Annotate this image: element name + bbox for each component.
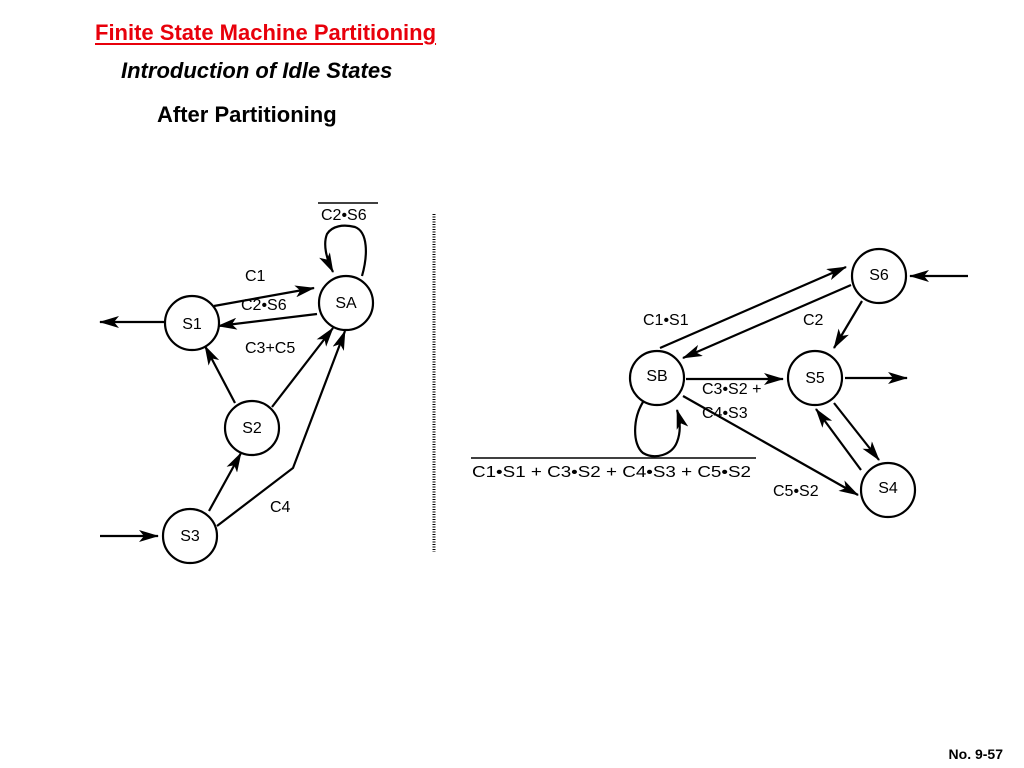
label-s2-to-sa: C3+C5 <box>245 340 295 357</box>
edge-s2-to-s1 <box>204 345 236 404</box>
edge-s2-to-sa <box>271 327 334 408</box>
label-s1-to-sa: C1 <box>245 268 266 285</box>
edge-s4-to-s5 <box>815 408 862 471</box>
edge-s6-to-sb <box>682 283 852 360</box>
state-s6-label: S6 <box>869 267 889 284</box>
state-s6[interactable]: S6 <box>850 247 908 305</box>
state-s1[interactable]: S1 <box>163 294 221 352</box>
edge-sb-self-loop <box>634 401 689 458</box>
label-s3-to-sa: C4 <box>270 499 291 516</box>
state-s4-label: S4 <box>878 480 898 497</box>
edge-sa-self-loop <box>319 224 367 277</box>
state-sa-label: SA <box>335 295 357 312</box>
edge-s3-to-sa <box>216 330 347 527</box>
edge-sa-to-s1 <box>217 312 318 330</box>
state-s5-label: S5 <box>805 370 825 387</box>
label-sa-self: C2•S6 <box>321 207 367 224</box>
state-s3[interactable]: S3 <box>161 507 219 565</box>
edge-sb-to-s4 <box>682 395 859 496</box>
state-sa[interactable]: SA <box>317 274 375 332</box>
label-sb-to-s5-line1: C3•S2 + <box>702 381 761 398</box>
state-s4[interactable]: S4 <box>859 461 917 519</box>
edge-s1-to-sa <box>213 285 315 308</box>
slide-title: Finite State Machine Partitioning <box>95 20 437 45</box>
state-s2[interactable]: S2 <box>223 399 281 457</box>
state-s2-label: S2 <box>242 420 262 437</box>
slide-subtitle: Introduction of Idle States <box>121 58 393 83</box>
state-sb-label: SB <box>646 368 667 385</box>
state-s1-label: S1 <box>182 316 202 333</box>
label-sb-to-s6: C1•S1 <box>643 312 689 329</box>
label-s6-to-s5: C2 <box>803 312 824 329</box>
edge-s6-to-s5 <box>833 300 863 349</box>
label-sb-self: C1•S1 + C3•S2 + C4•S3 + C5•S2 <box>472 464 751 481</box>
edge-s5-to-s4 <box>833 402 880 461</box>
edge-s3-to-s2 <box>208 452 242 512</box>
section-heading: After Partitioning <box>157 102 337 127</box>
label-sa-to-s1: C2•S6 <box>241 297 287 314</box>
label-sb-to-s5-line2: C4•S3 <box>702 405 748 422</box>
edge-sb-to-s6 <box>659 265 847 350</box>
state-s5[interactable]: S5 <box>786 349 844 407</box>
slide-number: No. 9-57 <box>948 746 1003 762</box>
state-sb[interactable]: SB <box>628 349 686 407</box>
label-sb-to-s4: C5•S2 <box>773 483 819 500</box>
state-s3-label: S3 <box>180 528 200 545</box>
